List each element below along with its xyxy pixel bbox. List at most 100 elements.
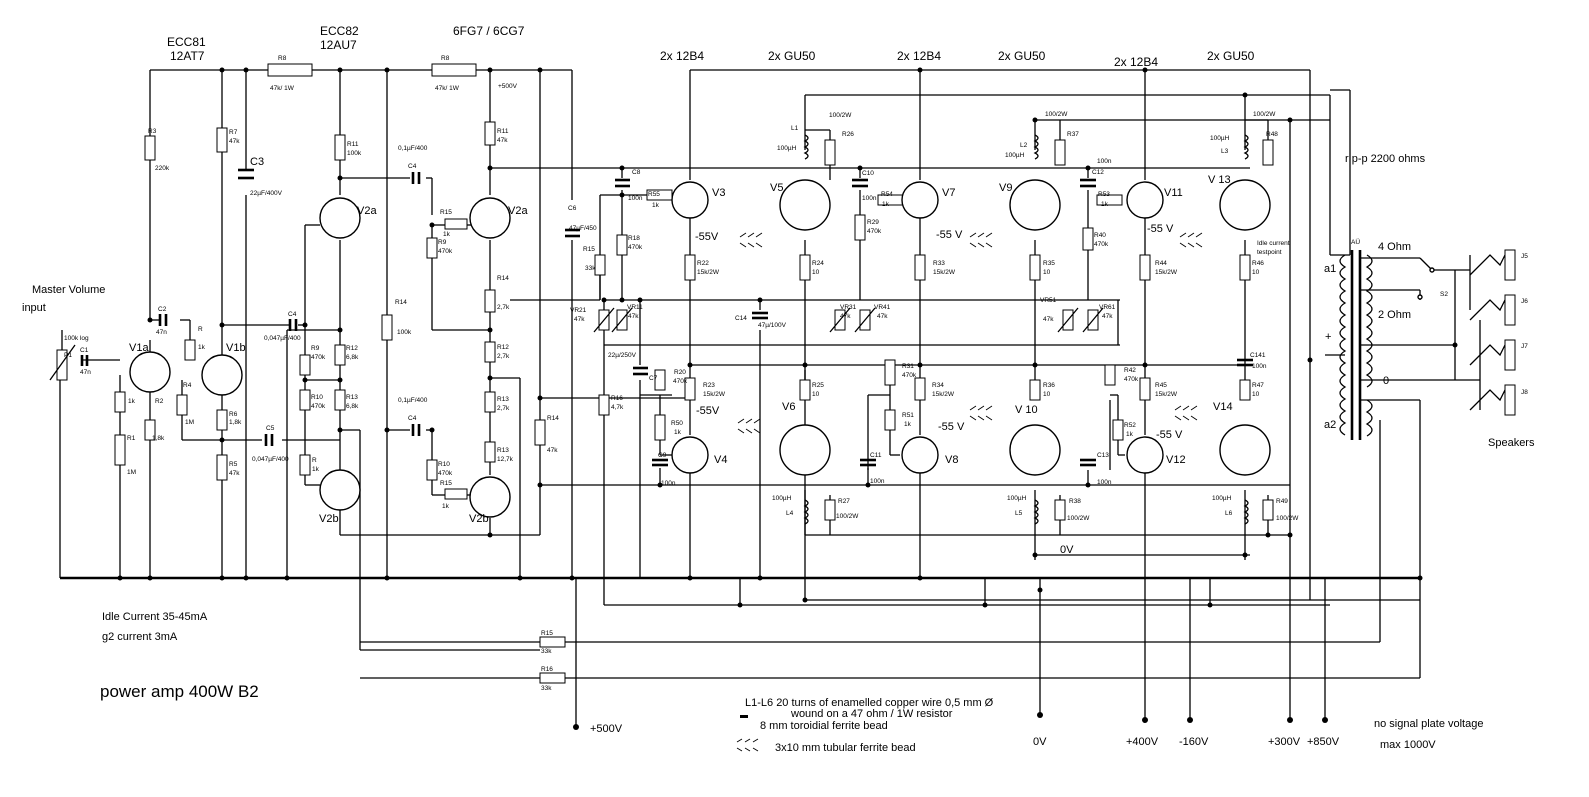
label-r1v: 1M	[127, 469, 136, 476]
jack-j7: J7	[1521, 343, 1528, 350]
label-v7: V7	[942, 187, 955, 199]
label-r4: R4	[183, 382, 192, 389]
label-r1: R1	[127, 435, 136, 442]
r8b-value: 47k/ 1W	[435, 85, 460, 92]
label-c13: C13	[1097, 452, 1109, 459]
inductor-l1	[803, 134, 809, 160]
resistor-r34	[914, 377, 926, 401]
label-r45: R45	[1155, 382, 1167, 389]
label-r46v: 10	[1252, 269, 1260, 276]
label-r22: R22	[697, 260, 709, 267]
label-r27: R27	[838, 498, 850, 505]
resistor-r20	[654, 369, 666, 391]
tube-v1a	[129, 351, 171, 393]
label-r6: R6	[229, 411, 238, 418]
label-r48: R48	[1266, 131, 1278, 138]
resistor-r7	[216, 127, 228, 153]
resistor-r13	[334, 389, 346, 411]
resistor-r12	[334, 344, 346, 366]
tube-v12	[1126, 436, 1164, 474]
resistor-r10	[299, 389, 311, 411]
label-r13cv: 12,7k	[497, 456, 514, 463]
label-c4a: C4	[288, 311, 297, 318]
label-c12: C12	[1092, 169, 1104, 176]
label-r5v: 47k	[229, 470, 240, 477]
master-volume-label: Master Volume	[32, 284, 105, 296]
resistor-r53	[1096, 194, 1123, 206]
resistor-r18	[616, 234, 628, 256]
v2-type-line2: 12AU7	[320, 38, 357, 52]
label-c4cv: 0,1µF/400	[398, 397, 428, 404]
resistor-r1	[114, 434, 126, 466]
label-r51v: 1k	[904, 421, 912, 428]
label-c9v: 100n	[661, 480, 676, 487]
supply-850v: +850V	[1307, 736, 1340, 748]
label-r50: R50	[671, 420, 683, 427]
label-r5: R5	[229, 461, 238, 468]
resistor-r9b	[426, 237, 438, 259]
label-r38v: 100/2W	[1067, 515, 1090, 522]
resistor-r14b	[484, 289, 496, 313]
switch-contact	[1417, 294, 1423, 300]
resistor-r50	[654, 414, 666, 441]
pot-arrow	[49, 344, 76, 381]
label-vr21: VR21	[570, 307, 587, 314]
transformer-impedance: r p-p 2200 ohms	[1345, 153, 1426, 165]
label-v13: V 13	[1208, 174, 1231, 186]
label-r10b: R10	[438, 461, 450, 468]
r8a-value: 47k/ 1W	[270, 85, 295, 92]
label-r18v: 470k	[628, 244, 643, 251]
label-plus500: +500V	[498, 83, 518, 90]
r8b-name: R8	[441, 55, 450, 62]
tap-0: 0	[1383, 375, 1389, 387]
resistor-r9	[299, 354, 311, 376]
transformer-name: AÜ	[1351, 238, 1360, 246]
label-r20: R20	[674, 369, 686, 376]
resistor-r15-bias	[594, 254, 606, 276]
resistor-r3	[144, 135, 156, 161]
label-c2v: 47n	[156, 329, 167, 336]
label-vr41: VR41	[874, 304, 891, 311]
resistor-r5	[216, 454, 228, 481]
inductor-l4	[803, 499, 809, 525]
label-v14: V14	[1213, 401, 1233, 413]
label-r52v: 1k	[1126, 431, 1134, 438]
output-transformer: AÜ r p-p 2200 ohms a1 a2 + 4 Ohm 2 Ohm 0…	[1324, 153, 1448, 440]
label-r44v: 15k/2W	[1155, 269, 1178, 276]
resistor-1k	[114, 391, 126, 413]
ferrite-beads	[736, 232, 1203, 752]
speakers-label: Speakers	[1488, 437, 1535, 449]
resistor-r27	[824, 499, 836, 521]
resistor-r14c	[534, 419, 546, 446]
resistor-r15c	[539, 636, 566, 648]
label-r11: R11	[347, 141, 359, 148]
label-r14a: R14	[395, 299, 407, 306]
label-r45v: 15k/2W	[1155, 391, 1178, 398]
resistor-r46	[1239, 254, 1251, 281]
inductor-l6	[1243, 499, 1249, 525]
label-r11bv: 47k	[497, 137, 508, 144]
resistor-r15b	[444, 488, 468, 500]
label-r48v: 100/2W	[1253, 111, 1276, 118]
label-c12v: 100n	[1097, 158, 1112, 165]
label-vr11: VR11	[627, 304, 643, 311]
label-r6v: 1,8k	[229, 419, 242, 426]
label-r42: R42	[1124, 367, 1136, 374]
label-l1v: 100µH	[777, 145, 797, 152]
label-l3v: 100µH	[1210, 135, 1230, 142]
label-r37v: 100/2W	[1045, 111, 1068, 118]
resistor-r40	[1082, 227, 1094, 251]
label-r44: R44	[1155, 260, 1167, 267]
input-label: input	[22, 302, 46, 314]
label-v2b-2: V2b	[469, 513, 489, 525]
preamp-labels: R8 47k/ 1W R8 47k/ 1W C3 22µF/400V R3 22…	[80, 55, 597, 510]
label-r15-feedback: R15	[541, 630, 553, 637]
label-c7v: 22µ/250V	[608, 352, 637, 359]
label-vr51v: 47k	[1043, 316, 1054, 323]
label-rk: 1k	[198, 344, 206, 351]
label-r23: R23	[703, 382, 715, 389]
label-r22v: 15k/2W	[697, 269, 720, 276]
label-c141v: 100n	[1252, 363, 1267, 370]
label-r12: R12	[346, 345, 358, 352]
